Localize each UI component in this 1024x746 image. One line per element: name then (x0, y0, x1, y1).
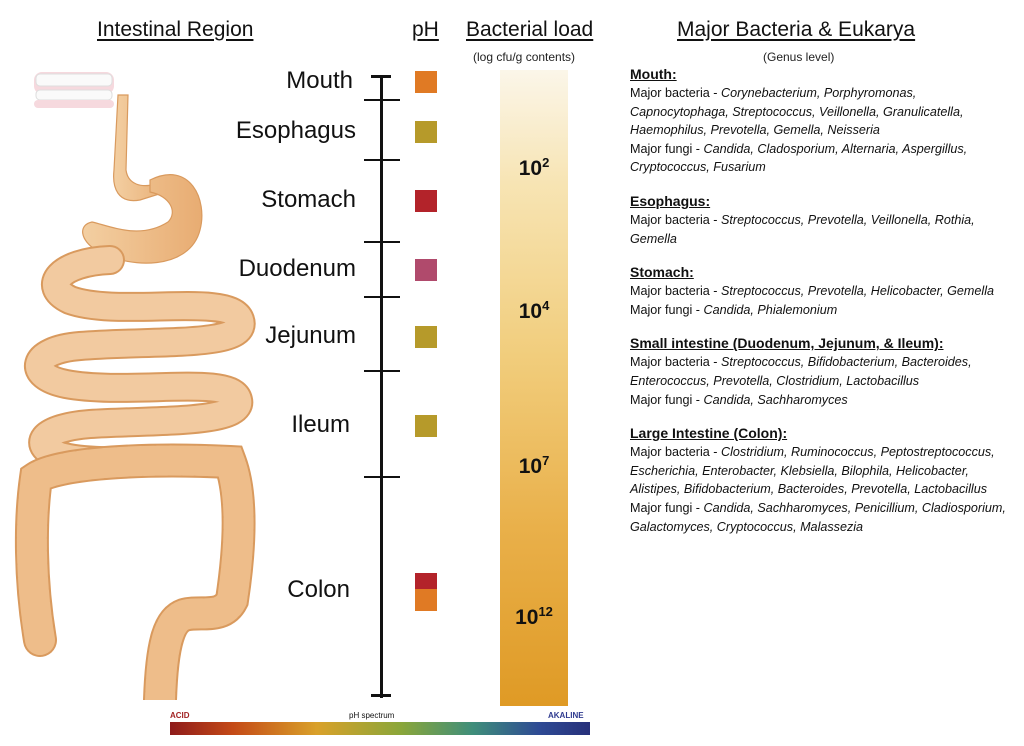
load-label-4: 1012 (515, 604, 553, 629)
info-stomach-bacteria: Major bacteria - Streptococcus, Prevotel… (630, 284, 994, 299)
ph-mouth (415, 71, 437, 93)
ph-spectrum-bar (170, 722, 590, 735)
info-mouth-title: Mouth: (630, 66, 677, 82)
region-divider (364, 99, 400, 101)
info-stomach: Stomach: Major bacteria - Streptococcus,… (630, 262, 1010, 319)
ph-ileum (415, 415, 437, 437)
info-small-fungi: Major fungi - Candida, Sachharomyces (630, 392, 848, 407)
info-stomach-fungi: Major fungi - Candida, Phialemonium (630, 302, 838, 317)
region-esophagus: Esophagus (235, 117, 356, 144)
info-esophagus-title: Esophagus: (630, 192, 711, 209)
info-stomach-title: Stomach: (630, 264, 694, 281)
load-label-2: 104 (518, 298, 550, 323)
info-mouth-bacteria: Major bacteria - Corynebacterium, Porphy… (630, 86, 964, 138)
colon-shape (14, 443, 256, 700)
bacteria-info-column: Mouth: Major bacteria - Corynebacterium,… (630, 64, 1010, 550)
ph-stomach (415, 190, 437, 212)
region-jejunum: Jejunum (265, 322, 356, 349)
ph-esophagus (415, 121, 437, 143)
region-divider (364, 476, 400, 478)
axis-top-cap (371, 75, 391, 78)
info-mouth-fungi: Major fungi - Candida, Cladosporium, Alt… (630, 141, 968, 175)
info-mouth: Mouth: Major bacteria - Corynebacterium,… (630, 64, 1010, 177)
spectrum-acid-label: ACID (170, 711, 190, 720)
bacteria-subheader: (Genus level) (763, 50, 835, 64)
ph-header: pH (412, 18, 439, 41)
info-large-fungi: Major fungi - Candida, Sachharomyces, Pe… (630, 500, 1006, 534)
info-small-intestine: Small intestine (Duodenum, Jejunum, & Il… (630, 333, 1010, 409)
spectrum-alkaline-label: AKALINE (548, 711, 584, 720)
region-divider (364, 241, 400, 243)
region-stomach: Stomach (261, 186, 356, 213)
ph-jejunum (415, 326, 437, 348)
axis-bottom-cap (371, 694, 391, 697)
load-header: Bacterial load (466, 18, 594, 41)
info-small-title: Small intestine (Duodenum, Jejunum, & Il… (630, 335, 944, 352)
small-intestine-shape (24, 245, 256, 485)
bacteria-header: Major Bacteria & Eukarya (677, 18, 916, 41)
digestive-tract-illustration (14, 72, 256, 700)
spectrum-title: pH spectrum (349, 711, 395, 720)
ph-colon-lower (415, 589, 437, 611)
region-duodenum: Duodenum (238, 255, 356, 282)
region-colon: Colon (287, 576, 350, 603)
stomach-shape (82, 174, 203, 264)
info-large-intestine: Large Intestine (Colon): Major bacteria … (630, 423, 1010, 536)
info-large-title: Large Intestine (Colon): (630, 425, 788, 442)
region-mouth: Mouth (286, 67, 353, 94)
region-divider (364, 296, 400, 298)
region-header: Intestinal Region (97, 18, 254, 41)
region-divider (364, 159, 400, 161)
info-esophagus: Esophagus: Major bacteria - Streptococcu… (630, 191, 1010, 248)
region-axis (380, 76, 383, 698)
info-esophagus-bacteria: Major bacteria - Streptococcus, Prevotel… (630, 212, 975, 246)
teeth-icon (34, 72, 114, 108)
region-ileum: Ileum (291, 411, 350, 438)
info-small-bacteria: Major bacteria - Streptococcus, Bifidoba… (630, 355, 972, 388)
load-subheader: (log cfu/g contents) (473, 50, 576, 64)
ph-duodenum (415, 259, 437, 281)
bacterial-load-gradient (500, 70, 568, 706)
load-label-3: 107 (518, 453, 550, 478)
region-divider (364, 370, 400, 372)
load-label-1: 102 (518, 155, 550, 180)
info-large-bacteria: Major bacteria - Clostridium, Ruminococc… (630, 445, 995, 497)
